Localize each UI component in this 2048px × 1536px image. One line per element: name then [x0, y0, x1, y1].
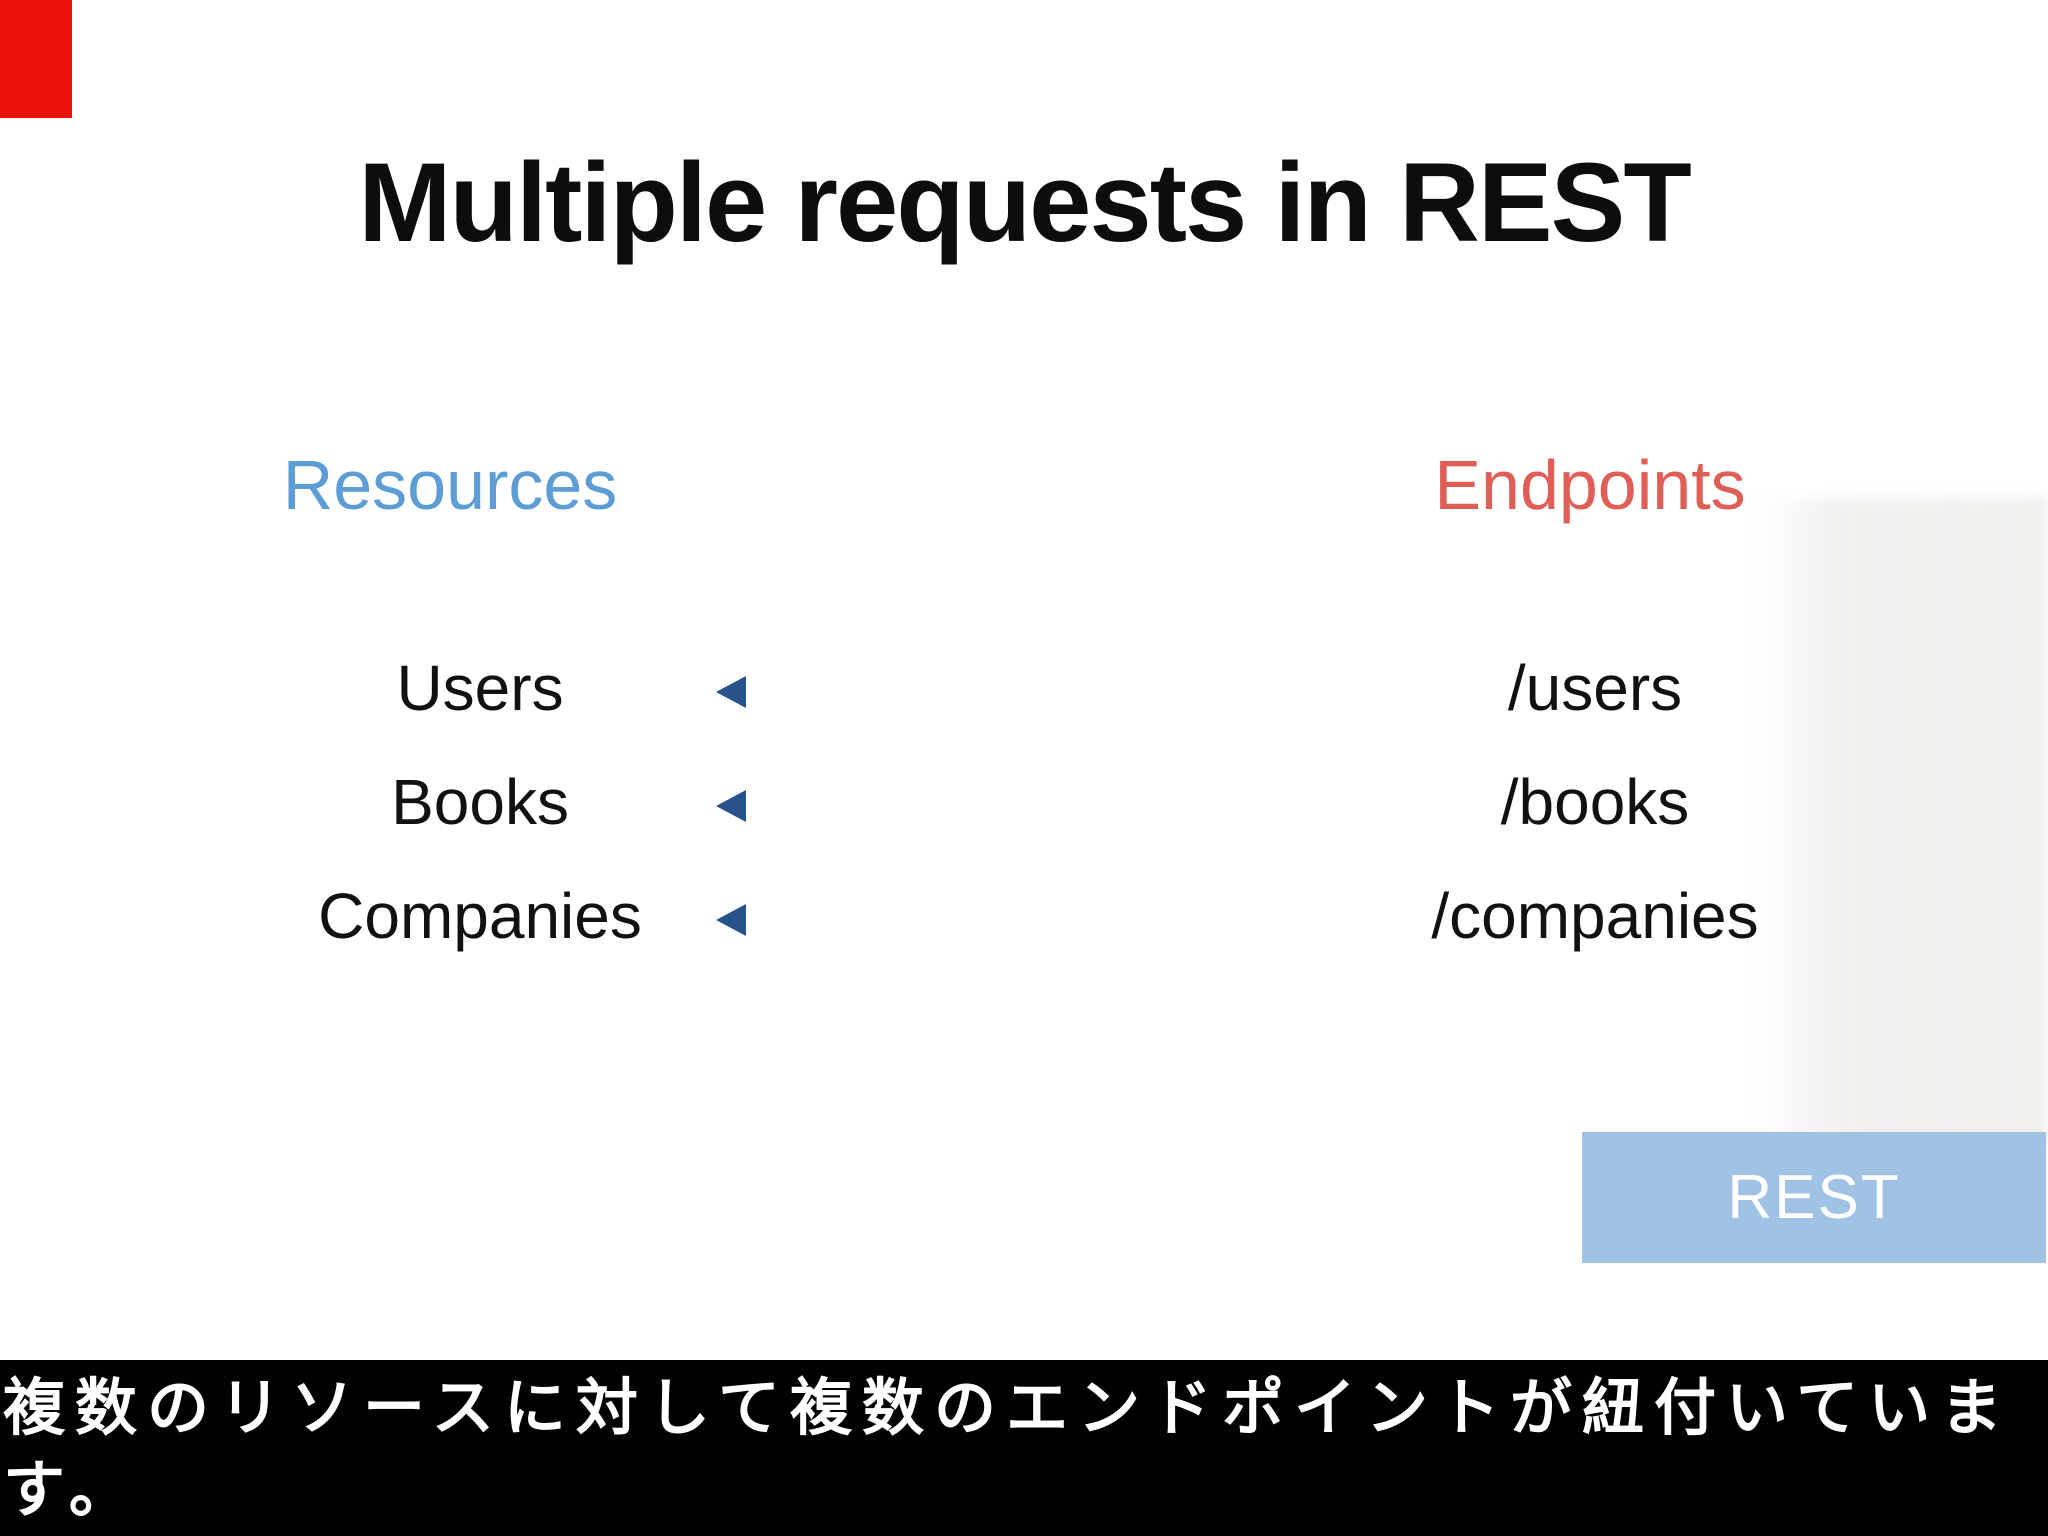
subtitle-line-1: 複数のリソースに対して複数のエンドポイントが紐付いていま [3, 1374, 2013, 1443]
red-corner-marker [0, 0, 72, 118]
left-arrow-icon [716, 790, 1354, 822]
column-header-resources: Resources [282, 446, 618, 524]
left-arrow-icon [716, 904, 1354, 936]
endpoint-label-companies: /companies [1431, 880, 1759, 952]
subtitle-bar: 複数のリソースに対して複数のエンドポイントが紐付いていま す。 [0, 1360, 2048, 1536]
rest-badge: REST [1582, 1132, 2046, 1263]
slide-title: Multiple requests in REST [358, 140, 1692, 265]
endpoint-label-books: /books [1500, 766, 1690, 838]
column-header-endpoints: Endpoints [1434, 446, 1746, 524]
resource-label-users: Users [396, 652, 564, 724]
endpoint-label-users: /users [1507, 652, 1683, 724]
resource-label-companies: Companies [318, 880, 642, 952]
subtitle-line-2: す。 [3, 1456, 141, 1525]
resource-label-books: Books [391, 766, 569, 838]
right-side-shading [1750, 498, 2048, 1153]
left-arrow-icon [716, 676, 1354, 708]
